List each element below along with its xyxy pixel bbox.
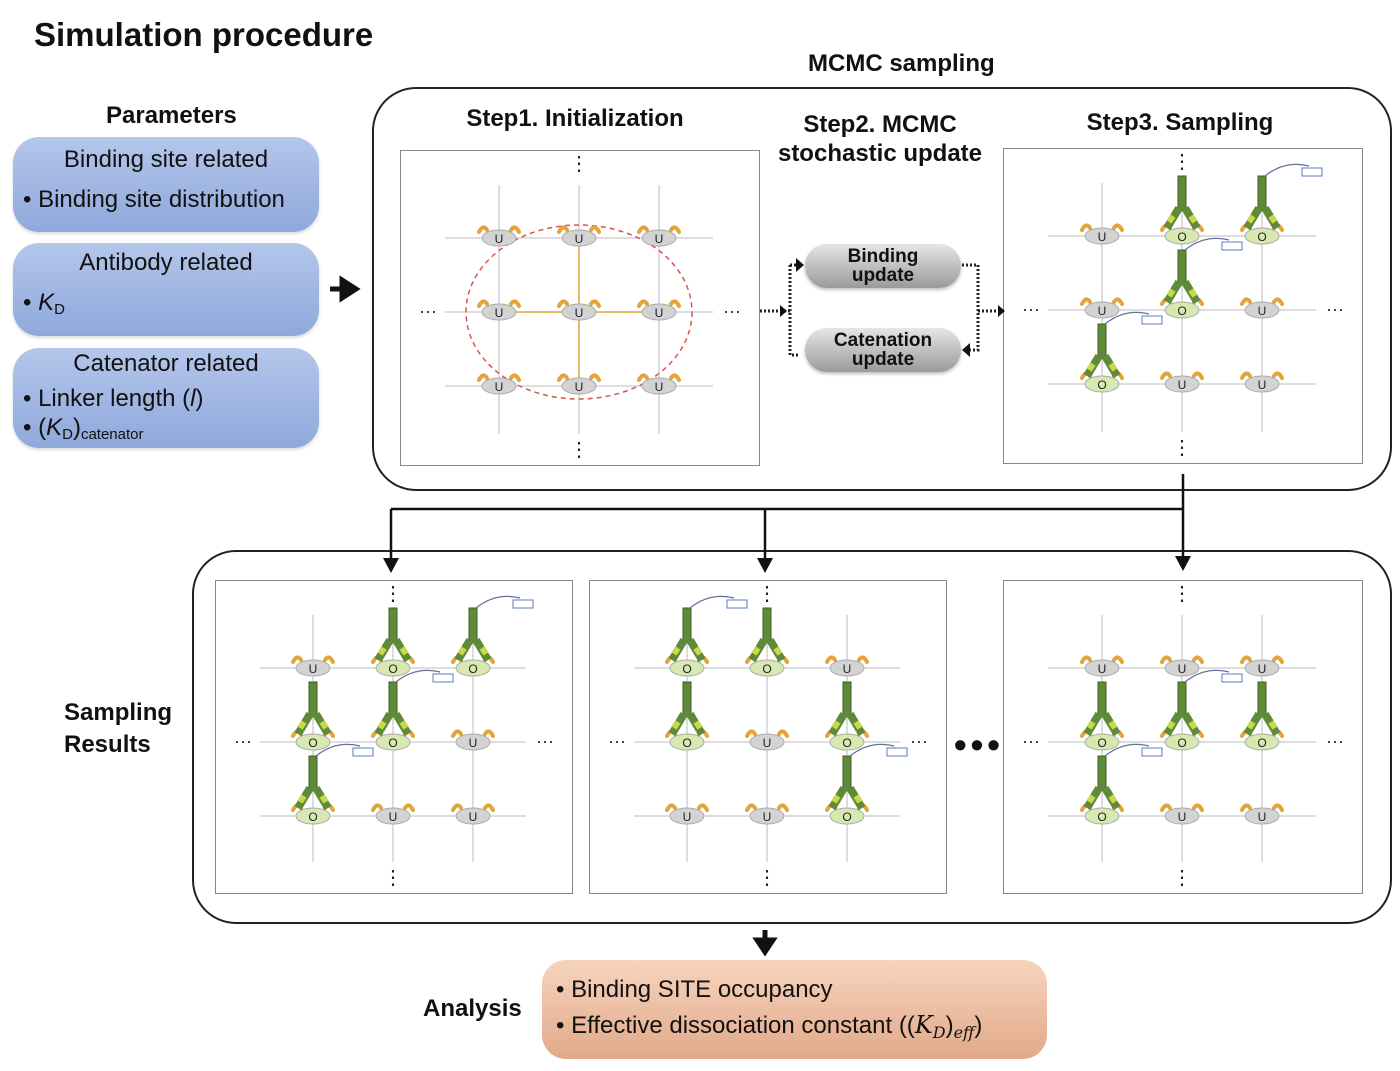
bullet: • [556, 976, 565, 1003]
step1-panel [400, 150, 760, 466]
linker-length-var: l [190, 385, 196, 412]
catenation-update-line1: Catenation [833, 330, 933, 351]
kd-subscript: D [62, 426, 73, 443]
bullet: • [556, 1012, 565, 1039]
sampling-results-line2: Results [64, 731, 151, 758]
kd-eff-text: Effective dissociation constant (( [571, 1012, 915, 1039]
step1-title: Step1. Initialization [466, 105, 684, 132]
mcmc-sampling-title: MCMC sampling [808, 50, 995, 77]
step2-line2: stochastic update [777, 140, 983, 167]
paren-close: ) [72, 414, 81, 441]
analysis-item-kd-eff: • Effective dissociation constant ((KD)e… [556, 1011, 982, 1042]
antibody-kd-item: • KD [23, 289, 65, 318]
analysis-label: Analysis [423, 995, 522, 1022]
more-results-ellipsis: ••• [954, 724, 1004, 765]
catenator-subscript: catenator [80, 426, 144, 443]
eff-subscript: eff [953, 1023, 975, 1042]
occupancy-text: Binding SITE occupancy [571, 976, 833, 1003]
catenation-update-line2: update [851, 349, 915, 370]
result-panel-2 [589, 580, 947, 894]
binding-site-distribution: Binding site distribution [38, 186, 285, 213]
antibody-header: Antibody related [79, 249, 253, 276]
binding-site-header: Binding site related [63, 146, 269, 173]
result-panel-1 [215, 580, 573, 894]
linker-length-text: Linker length ( [38, 385, 191, 412]
binding-update-line1: Binding [847, 246, 919, 267]
catenator-kd-item: • (KD)catenator [23, 414, 143, 443]
linker-length-close: ) [195, 385, 204, 412]
analysis-item-occupancy: • Binding SITE occupancy [556, 976, 833, 1004]
analysis-box: • Binding SITE occupancy • Effective dis… [542, 960, 1047, 1059]
parameters-heading: Parameters [106, 102, 237, 129]
linker-length-item: • Linker length (l) [23, 385, 204, 413]
step2-line1: Step2. MCMC [803, 111, 957, 138]
params-to-mcmc-arrow [330, 275, 361, 303]
page-title: Simulation procedure [34, 16, 374, 53]
kd-symbol: K [46, 414, 63, 441]
catenator-box: Catenator related • Linker length (l) • … [13, 348, 319, 448]
result-panel-3 [1003, 580, 1363, 894]
binding-update-line2: update [851, 265, 915, 286]
results-to-analysis-arrow [752, 930, 778, 957]
kd-symbol: K [38, 289, 55, 316]
catenator-header: Catenator related [73, 350, 259, 377]
bullet: • [23, 385, 32, 412]
step2-title: Step2. MCMC stochastic update [760, 110, 1000, 168]
step3-panel [1003, 148, 1363, 464]
bullet: • [23, 289, 32, 316]
antibody-box: Antibody related • KD [13, 243, 319, 336]
kd-subscript: D [932, 1023, 946, 1042]
paren-open: ( [38, 414, 47, 441]
binding-site-box: Binding site related • Binding site dist… [13, 137, 319, 232]
step3-title: Step3. Sampling [1086, 109, 1274, 136]
bullet: • [23, 186, 32, 213]
kd-eff-close: ) [974, 1012, 983, 1039]
bullet: • [23, 414, 32, 441]
binding-site-item: • Binding site distribution [23, 186, 285, 214]
kd-close: ) [945, 1012, 954, 1039]
kd-subscript: D [54, 301, 65, 318]
sampling-results-line1: Sampling [64, 699, 173, 726]
sampling-results-label: Sampling Results [64, 697, 172, 761]
kd-symbol: K [914, 1011, 933, 1039]
